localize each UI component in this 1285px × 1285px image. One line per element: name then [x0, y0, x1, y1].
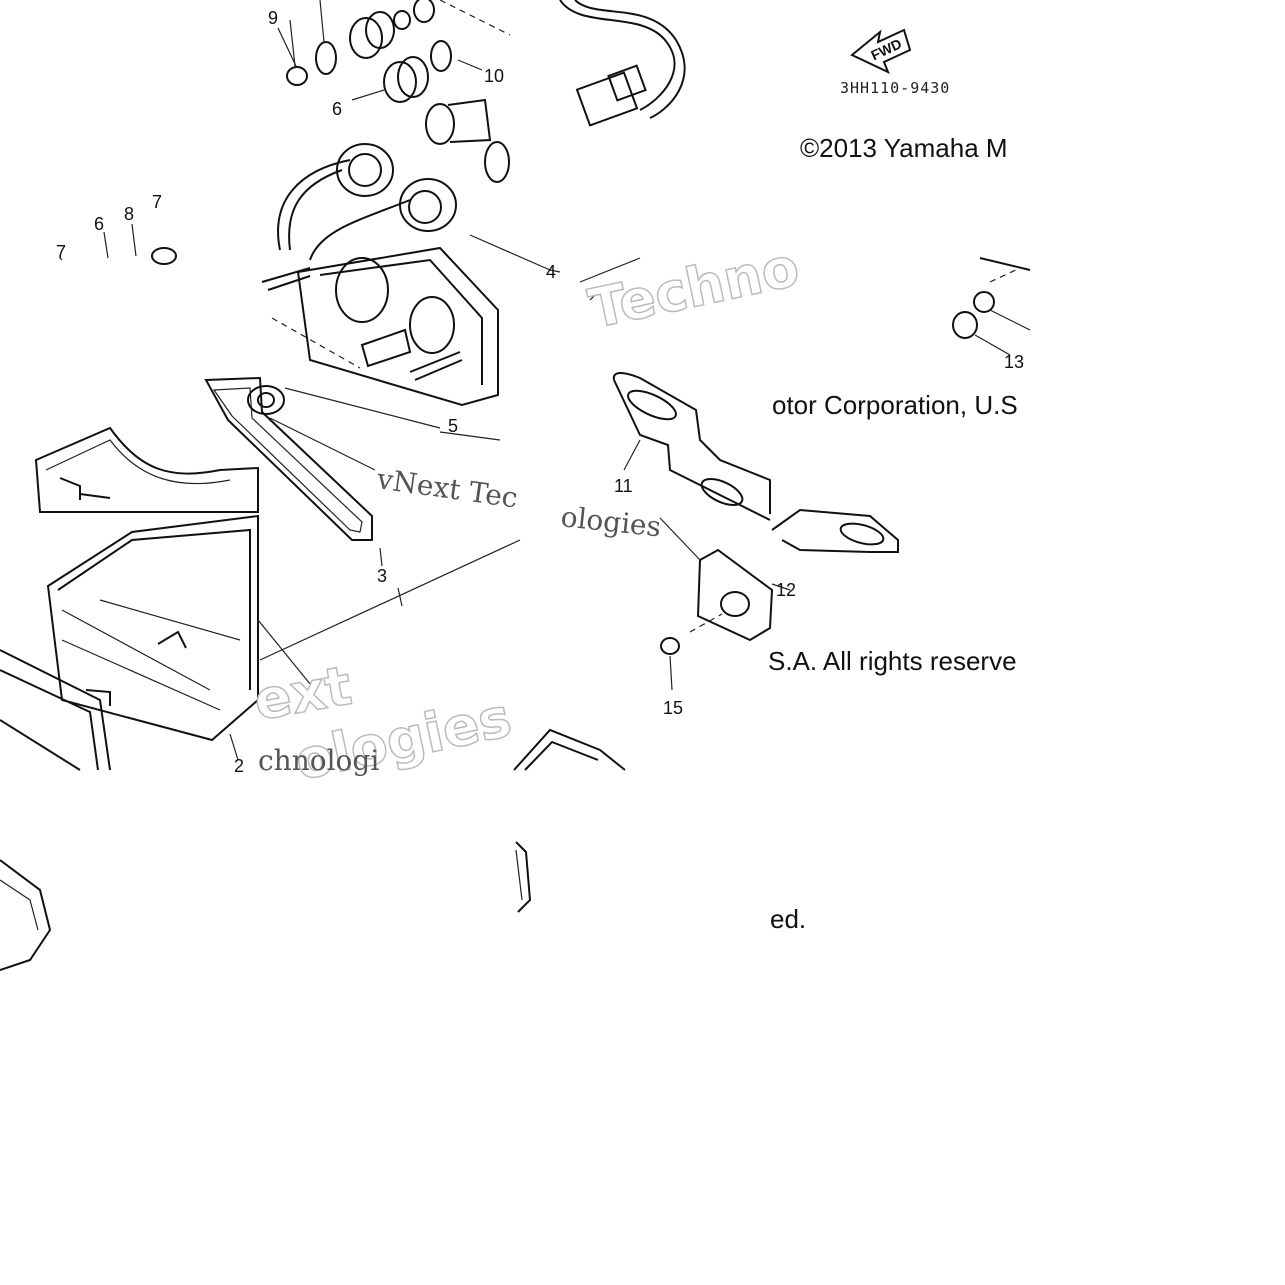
callout-6-top: 6: [332, 99, 342, 119]
lens-gasket: [204, 376, 441, 541]
fwd-arrow-icon: FWD: [850, 28, 912, 74]
left-small-parts: [59, 223, 177, 265]
watermark-3: ologies: [559, 500, 662, 543]
callout-11: 11: [614, 476, 633, 496]
license-bracket: [612, 372, 899, 553]
lens-housing-upper: [34, 426, 259, 513]
wire-harness: [559, 0, 686, 127]
copyright-segment-4: ed.: [770, 904, 806, 934]
copyright-segment-2: otor Corporation, U.S: [772, 390, 1018, 420]
callout-3: 3: [377, 566, 387, 586]
leader-lines: [229, 27, 561, 761]
callout-6-left: 6: [94, 214, 104, 234]
callout-15: 15: [663, 698, 683, 718]
callout-2: 2: [234, 756, 244, 776]
lens-rim: [0, 649, 111, 971]
callout-4: 4: [546, 262, 556, 282]
lamp-housing-base: [261, 143, 641, 407]
part-code: 3HH110-9430: [840, 79, 950, 97]
lens-housing-lower: [46, 514, 521, 742]
fastener-cluster: [286, 0, 511, 183]
callout-9: 9: [268, 8, 278, 28]
watermark-2: vNext Tec: [374, 462, 520, 515]
copyright-segment-3: S.A. All rights reserve: [768, 646, 1017, 676]
callout-13: 13: [1004, 352, 1024, 372]
callout-12: 12: [776, 580, 796, 600]
copyright-segment-1: ©2013 Yamaha M: [800, 133, 1008, 163]
nut-13: [952, 257, 1031, 356]
lamp-lens-lower: [513, 728, 626, 913]
callout-10: 10: [484, 66, 504, 86]
callout-7-upper: 7: [152, 192, 162, 212]
callout-8: 8: [124, 204, 134, 224]
watermark-6: chnologi: [258, 744, 379, 777]
callout-7-left: 7: [56, 242, 66, 262]
watermark-1: Techno: [584, 235, 805, 341]
mount-plate: [659, 517, 791, 691]
fwd-label: FWD: [868, 35, 904, 63]
callout-5: 5: [448, 416, 458, 436]
